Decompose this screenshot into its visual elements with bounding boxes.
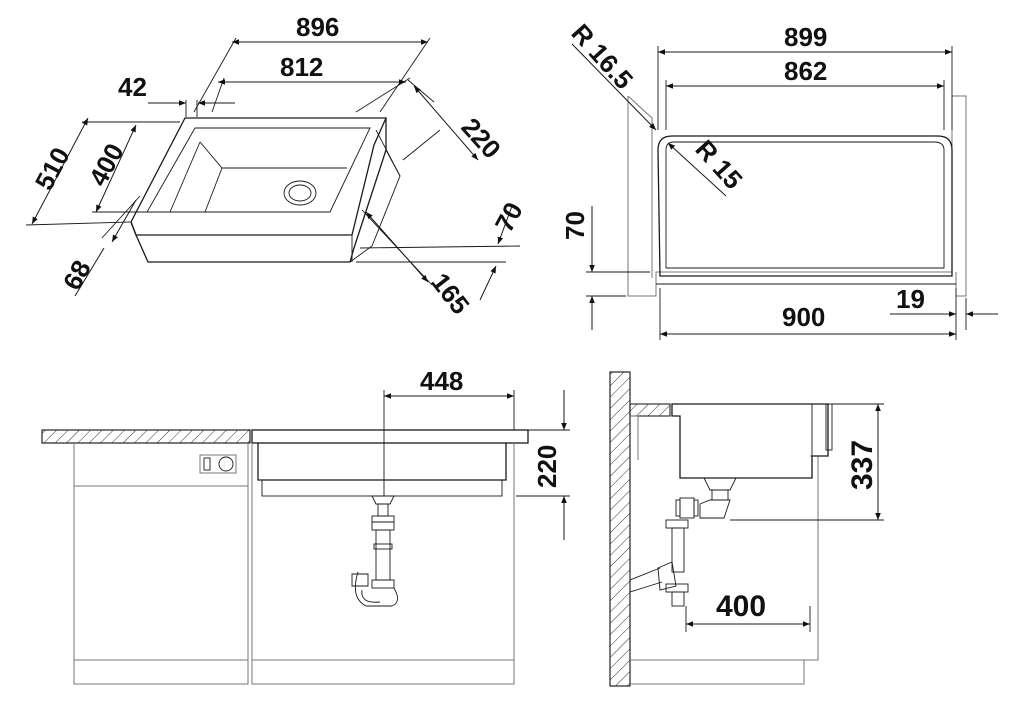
- dim-line-220: [413, 85, 479, 161]
- dim-label-862: 862: [784, 56, 827, 86]
- dim-label-42: 42: [118, 72, 147, 102]
- dim-label-510: 510: [29, 142, 76, 194]
- worktop-side: [629, 403, 671, 417]
- dim-label-R16-5: R 16.5: [566, 18, 640, 95]
- dim-line-165: [365, 211, 429, 283]
- drain-hole: [283, 180, 317, 206]
- sink-rim-outline: [130, 117, 388, 236]
- dim-label-812: 812: [280, 52, 323, 82]
- dim-label-68: 68: [57, 255, 97, 295]
- side-cabinet: [630, 415, 639, 460]
- dim-label-900: 900: [782, 302, 825, 332]
- dim-label-70-rim: 70: [560, 211, 590, 240]
- drain-siphon: [351, 495, 398, 607]
- dim-label-220: 220: [456, 112, 507, 164]
- cutout-view: R 16.5 899 862 R 15 70 900 19: [560, 18, 998, 340]
- dim-label-400-side: 400: [716, 590, 766, 623]
- dim-line-70: [497, 205, 513, 245]
- left-cabinet: [73, 443, 249, 685]
- control-panel: [199, 454, 237, 474]
- siphon-side: [629, 477, 737, 607]
- sink-bowl-inner: [146, 127, 371, 213]
- countertop: [41, 429, 251, 444]
- dim-line-68: [111, 199, 137, 243]
- side-view: 337 400: [609, 371, 884, 687]
- dim-label-448: 448: [420, 366, 463, 396]
- dim-label-337: 337: [846, 440, 879, 490]
- dim-line-400: [95, 124, 137, 213]
- dim-label-896: 896: [296, 12, 339, 42]
- sink-body-side: [671, 403, 829, 479]
- cutout-inner-bowl: [657, 135, 953, 277]
- sink-apron-front: [257, 443, 507, 481]
- dim-label-899: 899: [784, 22, 827, 52]
- front-view: 448 220: [41, 366, 570, 685]
- isometric-view: 896 812 42 510 400 68 220 70 165: [25, 12, 529, 320]
- dim-line-R15: [667, 142, 727, 197]
- dim-line-R16-5: [571, 43, 657, 131]
- wall: [609, 371, 631, 687]
- dim-line-510: [31, 117, 89, 225]
- right-cabinet: [251, 443, 515, 685]
- dim-label-70: 70: [489, 197, 529, 237]
- front-apron: [130, 118, 387, 263]
- dim-label-165: 165: [425, 267, 475, 320]
- sink-rim-front: [251, 429, 529, 444]
- cutout-outer-frame: [627, 96, 953, 297]
- dim-label-19: 19: [896, 284, 925, 314]
- dim-label-R15: R 15: [690, 134, 749, 195]
- dim-label-220-front: 220: [532, 445, 562, 488]
- dim-label-400: 400: [83, 138, 130, 190]
